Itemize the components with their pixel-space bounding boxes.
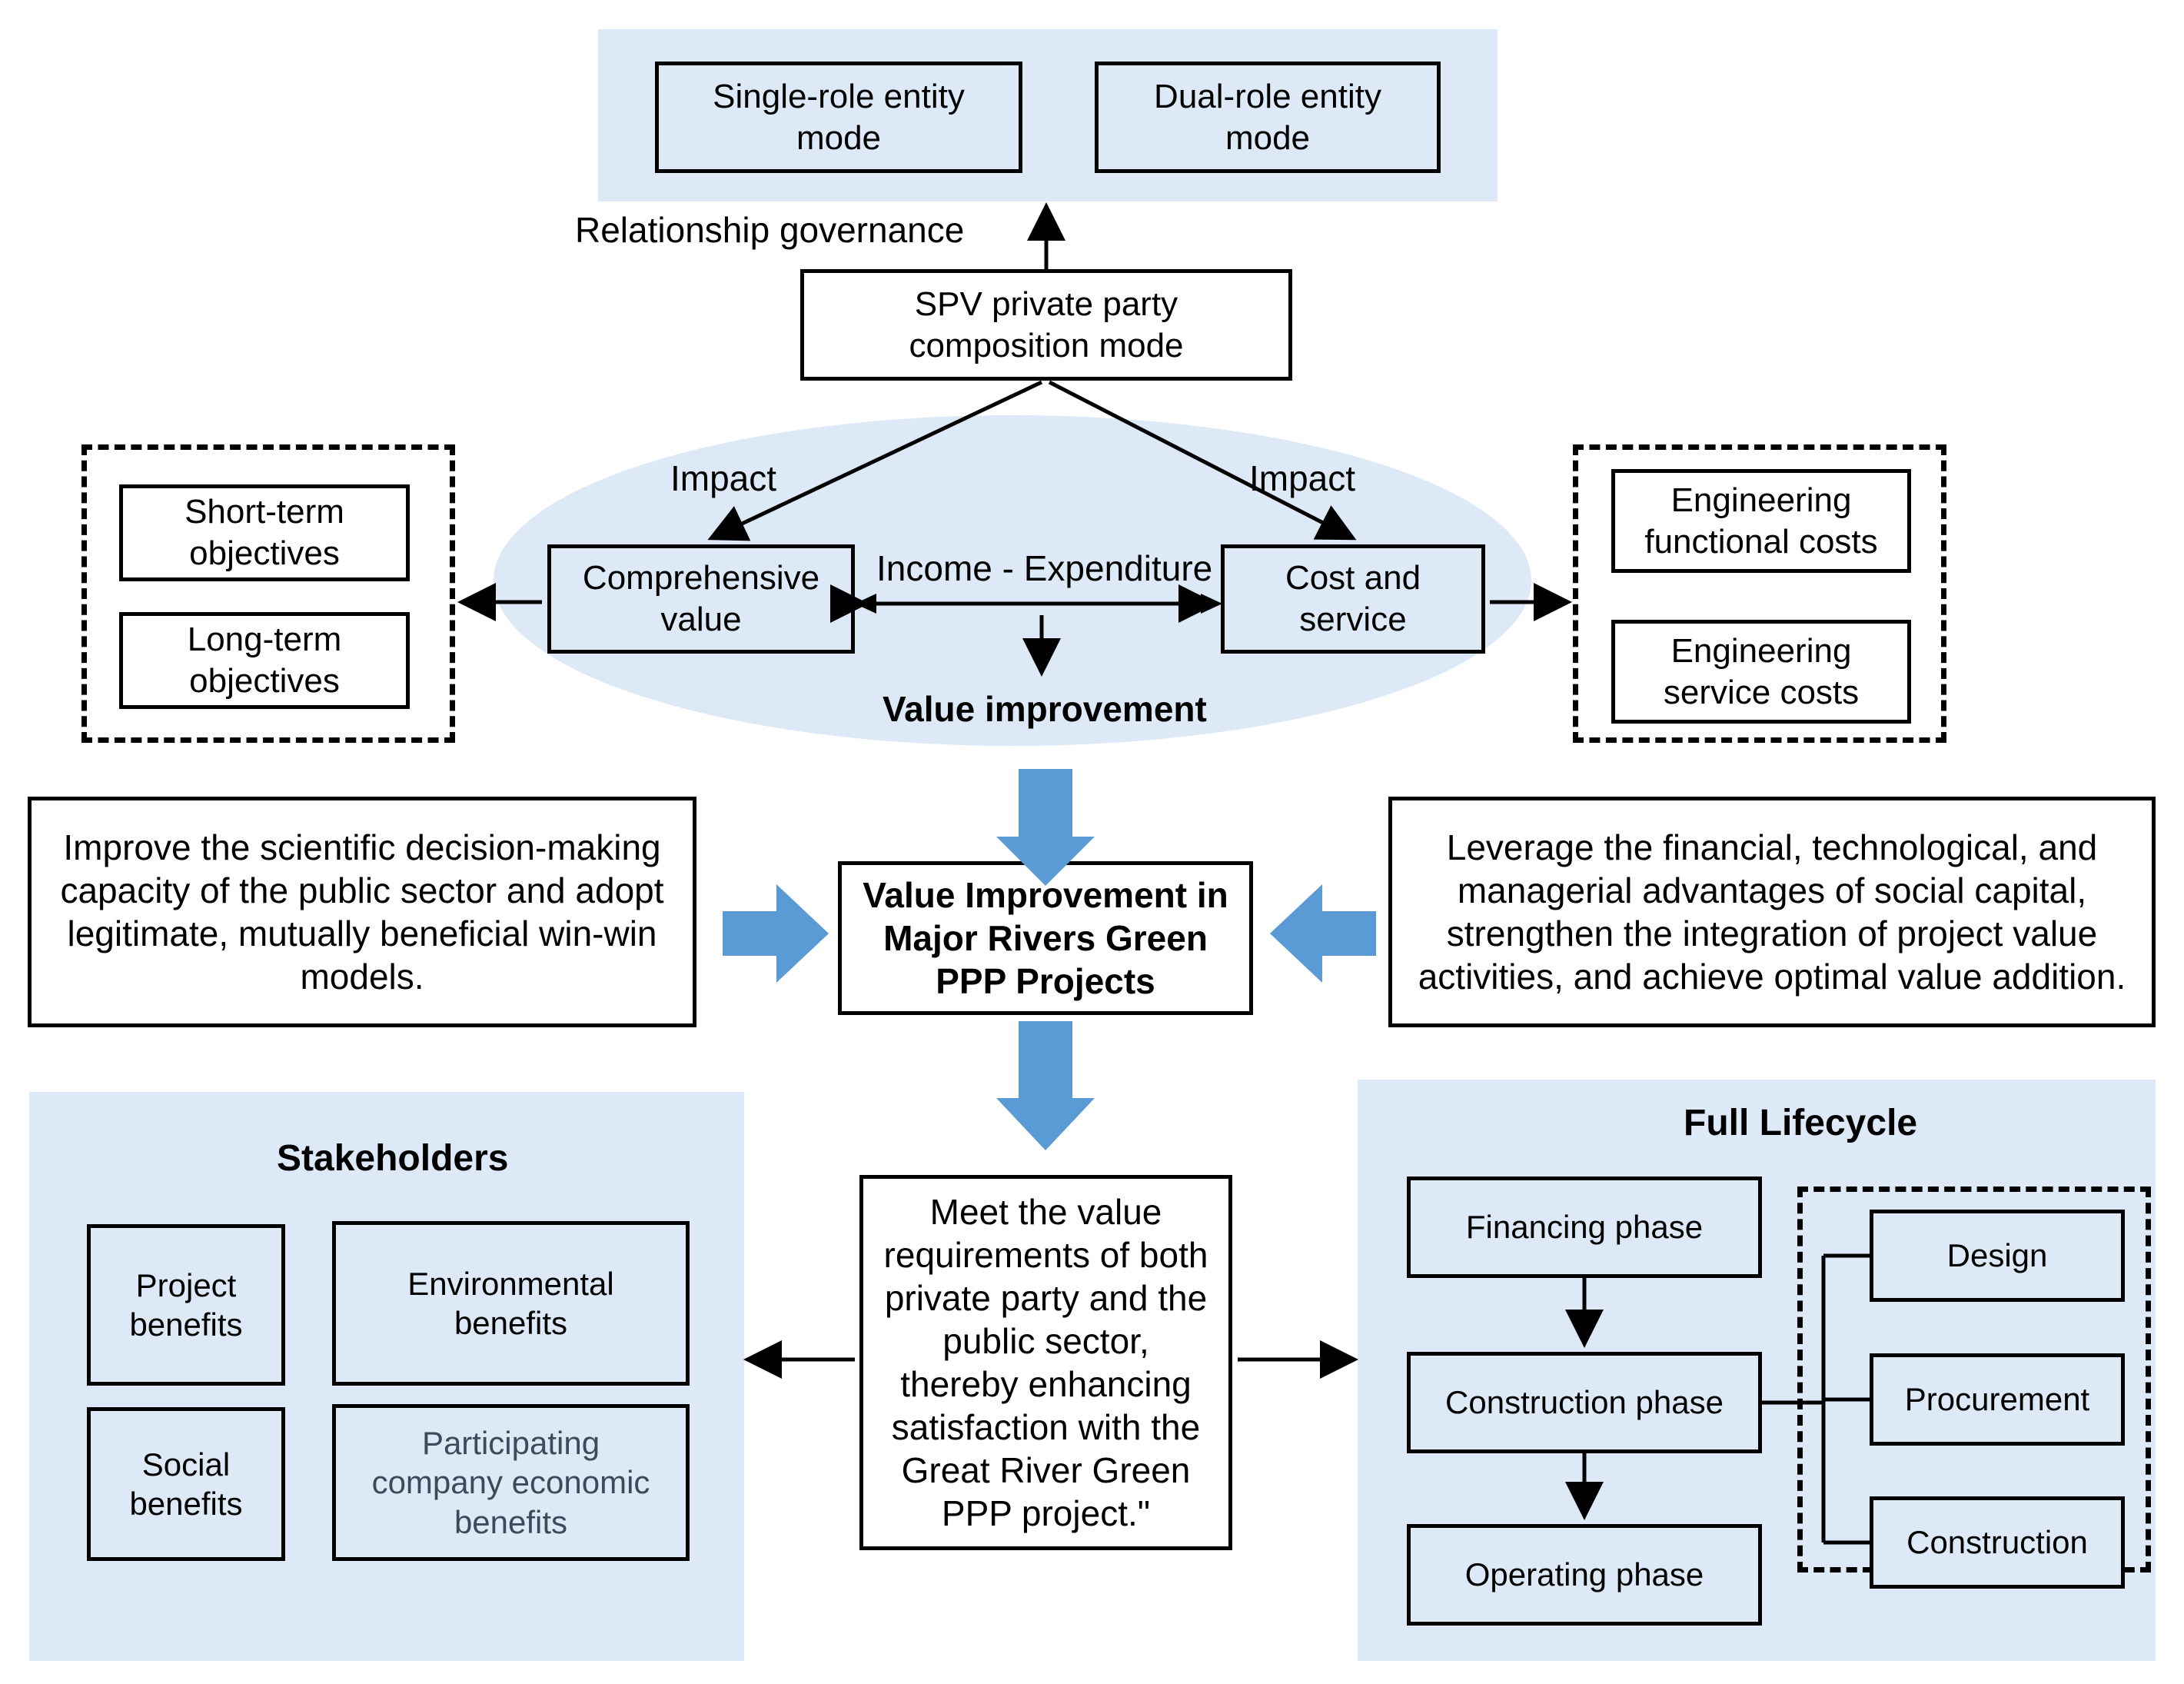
spv-box-label: SPV private party composition mode (909, 285, 1184, 364)
value-improvement-center-box[interactable]: Value Improvement in Major Rivers Green … (838, 861, 1253, 1015)
stakeholders-title: Stakeholders (277, 1138, 509, 1179)
comprehensive-value-label: Comprehensive value (582, 559, 820, 638)
left-statement-text: Improve the scientific decision-making c… (60, 827, 664, 997)
construction-phase-box[interactable]: Construction phase (1407, 1352, 1762, 1453)
operating-phase-label: Operating phase (1464, 1556, 1704, 1593)
engineering-functional-costs-label: Engineering functional costs (1644, 481, 1878, 561)
short-term-objectives-label: Short-term objectives (184, 493, 344, 572)
dual-role-entity-mode-box[interactable]: Dual-role entity mode (1095, 62, 1441, 173)
single-role-entity-mode-box[interactable]: Single-role entity mode (655, 62, 1022, 173)
social-benefits-box[interactable]: Social benefits (87, 1407, 285, 1561)
engineering-costs-dashed-group (1573, 444, 1946, 743)
project-benefits-label: Project benefits (129, 1266, 243, 1343)
design-label: Design (1946, 1237, 2048, 1274)
construction-activity-box[interactable]: Construction (1870, 1496, 2125, 1589)
bottom-center-statement-text: Meet the value requirements of both priv… (883, 1191, 1208, 1534)
objectives-dashed-group (81, 444, 455, 743)
income-expenditure-label: Income - Expenditure (876, 548, 1213, 588)
blue-arrow-right-to-center (1270, 884, 1376, 983)
procurement-box[interactable]: Procurement (1870, 1353, 2125, 1446)
short-term-objectives-box[interactable]: Short-term objectives (119, 484, 410, 581)
participating-company-economic-benefits-label: Participating company economic benefits (371, 1425, 650, 1540)
environmental-benefits-box[interactable]: Environmental benefits (332, 1221, 690, 1386)
long-term-objectives-label: Long-term objectives (187, 621, 342, 700)
construction-activity-label: Construction (1906, 1524, 2088, 1561)
engineering-functional-costs-box[interactable]: Engineering functional costs (1611, 469, 1911, 573)
value-improvement-label: Value improvement (883, 689, 1207, 729)
construction-phase-label: Construction phase (1445, 1384, 1724, 1421)
spv-private-party-composition-mode-box[interactable]: SPV private party composition mode (800, 269, 1292, 381)
long-term-objectives-box[interactable]: Long-term objectives (119, 612, 410, 709)
cost-and-service-box[interactable]: Cost and service (1221, 544, 1485, 654)
right-statement-text: Leverage the financial, technological, a… (1418, 827, 2126, 997)
engineering-service-costs-label: Engineering service costs (1663, 631, 1860, 711)
participating-company-economic-benefits-box[interactable]: Participating company economic benefits (332, 1404, 690, 1561)
social-benefits-label: Social benefits (129, 1446, 243, 1522)
comprehensive-value-box[interactable]: Comprehensive value (547, 544, 855, 654)
blue-arrow-left-to-center (723, 884, 829, 983)
impact-left-label: Impact (670, 458, 777, 498)
impact-right-label: Impact (1249, 458, 1356, 498)
cost-and-service-label: Cost and service (1285, 559, 1421, 638)
project-benefits-box[interactable]: Project benefits (87, 1224, 285, 1386)
right-statement-box[interactable]: Leverage the financial, technological, a… (1388, 797, 2156, 1027)
operating-phase-box[interactable]: Operating phase (1407, 1524, 1762, 1626)
procurement-label: Procurement (1904, 1381, 2090, 1418)
left-statement-box[interactable]: Improve the scientific decision-making c… (28, 797, 696, 1027)
environmental-benefits-label: Environmental benefits (407, 1265, 614, 1341)
bottom-center-statement-box[interactable]: Meet the value requirements of both priv… (859, 1175, 1232, 1550)
dual-role-entity-mode-label: Dual-role entity mode (1154, 77, 1381, 157)
engineering-service-costs-box[interactable]: Engineering service costs (1611, 620, 1911, 724)
design-box[interactable]: Design (1870, 1210, 2125, 1302)
value-improvement-center-label: Value Improvement in Major Rivers Green … (863, 874, 1228, 1002)
single-role-entity-mode-label: Single-role entity mode (713, 77, 965, 157)
full-lifecycle-title: Full Lifecycle (1684, 1103, 1918, 1143)
relationship-governance-label: Relationship governance (575, 210, 965, 250)
financing-phase-box[interactable]: Financing phase (1407, 1176, 1762, 1278)
financing-phase-label: Financing phase (1465, 1209, 1704, 1246)
blue-arrow-down-to-bottom (996, 1021, 1095, 1150)
